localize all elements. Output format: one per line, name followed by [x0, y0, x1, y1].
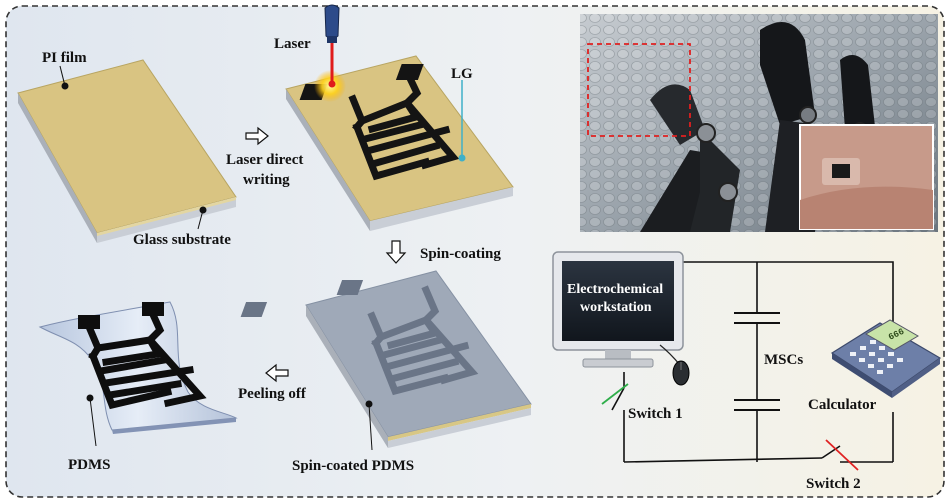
spin-coated-pdms-pointer — [365, 400, 373, 451]
photo-robot-hand — [580, 14, 938, 232]
switch2-icon — [821, 439, 859, 471]
peeled-pad-right — [142, 302, 164, 316]
capacitor-top-icon — [734, 312, 780, 324]
spin-coated-pdms-substrate — [305, 270, 532, 448]
pi-film-label: PI film — [42, 50, 87, 66]
peeled-pad-left — [78, 315, 100, 329]
pdms-label: PDMS — [68, 457, 111, 473]
circuit-wires — [623, 261, 894, 463]
lg-pointer — [458, 80, 466, 162]
switch1-icon — [601, 383, 629, 411]
inset-skin-photo — [799, 124, 934, 230]
pdms-pad-right — [336, 280, 364, 295]
lg-pattern-step3 — [367, 285, 479, 396]
arrow-right-icon — [245, 126, 269, 146]
pdms-pointer — [86, 394, 97, 447]
laser-direct-line2: writing — [243, 172, 290, 188]
mscs-label: MSCs — [764, 352, 803, 368]
laser-label: Laser — [274, 36, 311, 52]
spin-coated-pdms-label: Spin-coated PDMS — [292, 458, 414, 474]
pi-film-pointer — [59, 65, 69, 90]
lg-pattern-step4 — [82, 303, 207, 410]
mouse-icon — [659, 344, 690, 386]
capacitor-bottom-icon — [734, 399, 780, 411]
lg-pattern-step2 — [348, 67, 460, 181]
monitor-icon — [552, 251, 684, 368]
laser-head-icon — [324, 4, 340, 88]
calculator-icon — [830, 319, 942, 398]
workstation-line2: workstation — [580, 300, 652, 315]
workstation-line1: Electrochemical — [567, 282, 663, 297]
switch1-label: Switch 1 — [628, 406, 683, 422]
lg-pad-right — [395, 64, 424, 80]
calculator-label: Calculator — [808, 397, 877, 413]
glass-substrate-pointer — [197, 206, 207, 230]
peeling-off-label: Peeling off — [238, 386, 307, 402]
glass-substrate-label: Glass substrate — [133, 232, 231, 248]
spin-coating-label: Spin-coating — [420, 246, 501, 262]
arrow-left-icon — [265, 363, 289, 383]
laser-writing-substrate — [285, 55, 514, 231]
laser-direct-line1: Laser direct — [226, 152, 303, 168]
switch2-label: Switch 2 — [806, 476, 861, 492]
arrow-down-icon — [385, 240, 407, 264]
lg-label: LG — [451, 66, 473, 82]
pdms-pad-left — [240, 302, 268, 317]
